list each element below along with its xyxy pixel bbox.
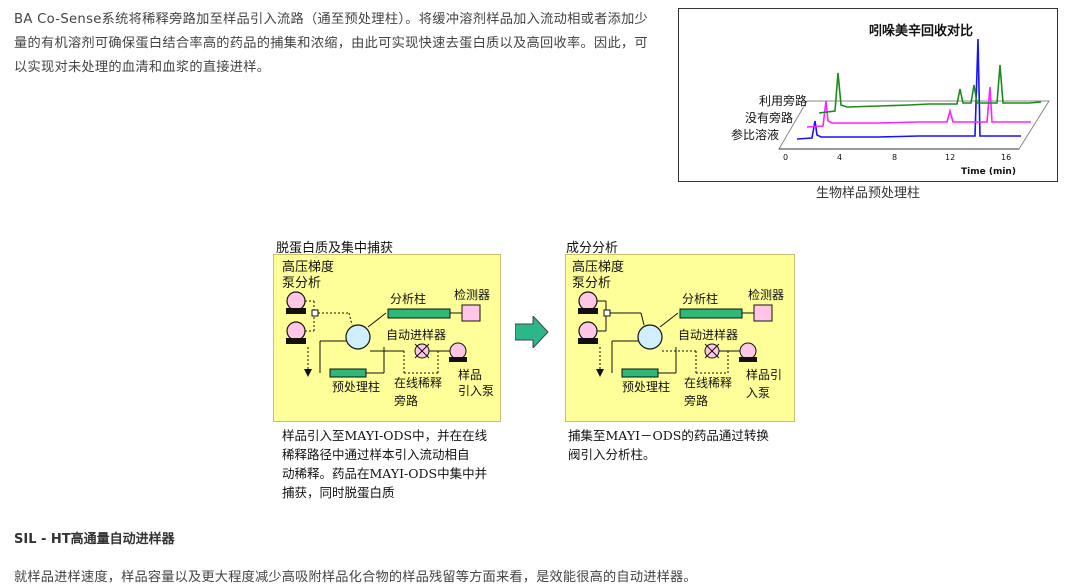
sample-pump-label-line2: 入泵 (746, 386, 770, 400)
drain-arrow-icon (304, 369, 312, 377)
sample-pump-icon (739, 342, 757, 360)
sil-paragraph: 就样品进样速度，样品容量以及更大程度减少高吸附样品化合物的样品残留等方面来看，是… (14, 570, 697, 585)
right-flow-diagram: 高压梯度 泵分析 分析柱 检测器 自动进样器 预处理柱 (565, 254, 795, 422)
x-tick-label: 8 (892, 153, 897, 162)
sample-pump-label-line1: 样品 (458, 367, 482, 382)
dilution-label-line1: 在线稀释 (394, 376, 442, 390)
analytical-column-icon (679, 308, 743, 319)
trace-label-nobypass: 没有旁路 (745, 110, 793, 125)
analytical-column-icon (387, 308, 451, 319)
trace-nobypass (806, 86, 1031, 128)
x-tick-label: 16 (1001, 153, 1011, 162)
switching-valve-icon (345, 324, 371, 350)
sample-pump-label-line1: 样品引 (746, 367, 782, 382)
pump-icon (286, 321, 306, 341)
chromatogram-caption: 生物样品预处理柱 (815, 186, 920, 201)
drain-arrow-icon (596, 369, 604, 377)
pump-base-icon (286, 308, 306, 314)
sample-pump-label-line2: 引入泵 (458, 384, 494, 398)
column-label: 分析柱 (390, 291, 426, 306)
pre-column-label: 预处理柱 (622, 379, 670, 394)
column-label: 分析柱 (682, 291, 718, 306)
dilution-label-line2: 旁路 (394, 393, 418, 408)
detector-icon (753, 304, 773, 322)
right-flow-svg: 高压梯度 泵分析 分析柱 检测器 自动进样器 预处理柱 (572, 259, 784, 408)
pump-icon (578, 321, 598, 341)
sample-pump-icon (449, 342, 467, 360)
left-panel-description: 样品引入至MAYI-ODS中，并在在线 稀释路径中通过样本引入流动相自 动稀释。… (282, 428, 488, 500)
autosampler-label: 自动进样器 (678, 327, 738, 342)
chromatogram-title: 吲哚美辛回收对比 (869, 23, 973, 39)
left-flow-diagram: 高压梯度 泵分析 分析柱 检测器 自动进样器 预处理柱 (273, 254, 501, 422)
detector-icon (461, 304, 481, 322)
mixer-icon (311, 309, 319, 317)
intro-paragraph: BA Co-Sense系统将稀释旁路加至样品引入流路（通至预处理柱）。将缓冲溶剂… (14, 12, 649, 75)
chromatogram-svg: 0 4 8 12 16 Time (min) 吲哚美辛回收对比 利用旁路 没有旁… (731, 23, 1050, 177)
chromatogram-floor (778, 100, 1050, 150)
pre-column-icon (621, 368, 659, 378)
pre-column-label: 预处理柱 (332, 379, 380, 394)
right-panel-description: 捕集至MAYI－ODS的药品通过转换 阀引入分析柱。 (568, 428, 769, 462)
pump-icon (286, 291, 306, 311)
mixer-icon (603, 309, 611, 317)
dilution-label-line1: 在线稀释 (684, 376, 732, 390)
x-tick-label: 4 (837, 153, 842, 162)
trace-label-ref: 参比溶液 (731, 127, 779, 142)
pump-label-line2: 泵分析 (572, 276, 611, 291)
trace-ref (796, 38, 1021, 140)
switching-valve-icon (637, 324, 663, 350)
detector-label: 检测器 (454, 287, 490, 302)
pump-icon (578, 291, 598, 311)
sil-heading: SIL - HT高通量自动进样器 (14, 532, 175, 547)
trace-label-bypass: 利用旁路 (759, 93, 807, 108)
left-flow-svg: 高压梯度 泵分析 分析柱 检测器 自动进样器 预处理柱 (282, 259, 494, 408)
detector-label: 检测器 (748, 287, 784, 302)
pre-column-icon (329, 368, 367, 378)
pump-label-line1: 高压梯度 (572, 259, 624, 275)
x-tick-label: 12 (945, 153, 955, 162)
autosampler-label: 自动进样器 (386, 327, 446, 342)
right-panel-title: 成分分析 (566, 241, 619, 256)
process-arrow-icon (515, 316, 549, 348)
pump-base-icon (286, 338, 306, 344)
chromatogram-figure: 0 4 8 12 16 Time (min) 吲哚美辛回收对比 利用旁路 没有旁… (678, 8, 1058, 182)
pump-label-line2: 泵分析 (282, 276, 321, 291)
pump-label-line1: 高压梯度 (282, 259, 334, 275)
left-panel-title: 脱蛋白质及集中捕获 (276, 241, 394, 256)
x-tick-label: 0 (783, 153, 788, 162)
dilution-label-line2: 旁路 (684, 393, 708, 408)
trace-bypass (818, 64, 1042, 114)
x-axis-label: Time (min) (961, 167, 1016, 177)
